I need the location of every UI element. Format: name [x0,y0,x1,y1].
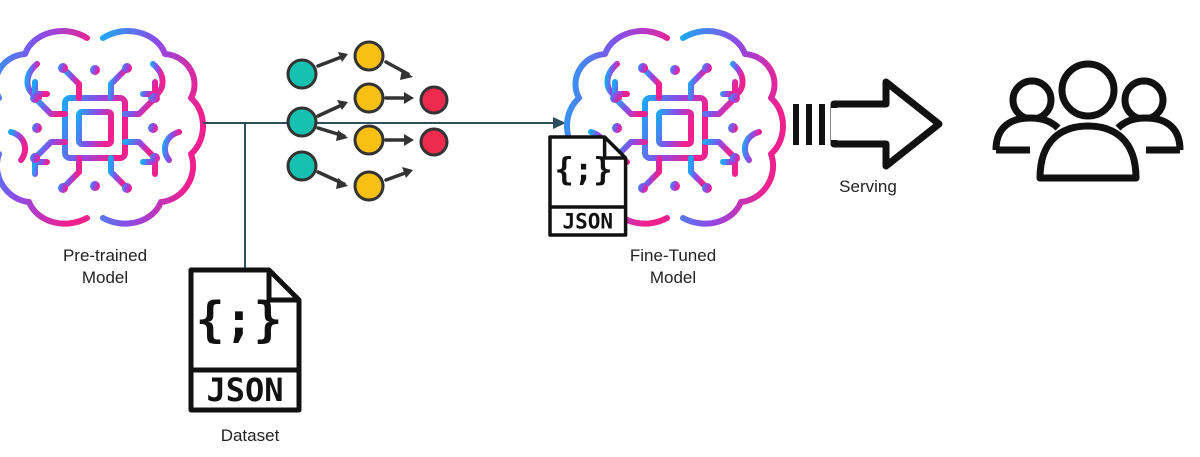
json-tag: JSON [563,210,614,234]
pretrained-label-line1: Pre-trained [62,246,148,265]
finetuned-model-label: Fine-Tuned Model [598,245,748,289]
finetuned-json-file-icon: {;} JSON [548,135,628,237]
pretrained-model-label: Pre-trained Model [30,245,180,289]
users-group-icon [992,60,1184,182]
finetuned-label-line2: Model [649,268,697,287]
dataset-json-file-icon: {;} JSON [191,270,299,410]
json-glyph: {;} [196,292,283,348]
dataset-label: Dataset [220,426,280,445]
json-tag: JSON [206,371,283,409]
neural-network-icon [286,40,449,202]
serving-arrow-icon [793,78,943,170]
serving-label: Serving [839,177,897,196]
flow-arrow [203,117,566,268]
pretrained-brain-icon [0,31,203,224]
pretrained-label-line2: Model [81,268,129,287]
json-glyph: {;} [555,150,613,188]
finetuned-label-line1: Fine-Tuned [629,246,717,265]
